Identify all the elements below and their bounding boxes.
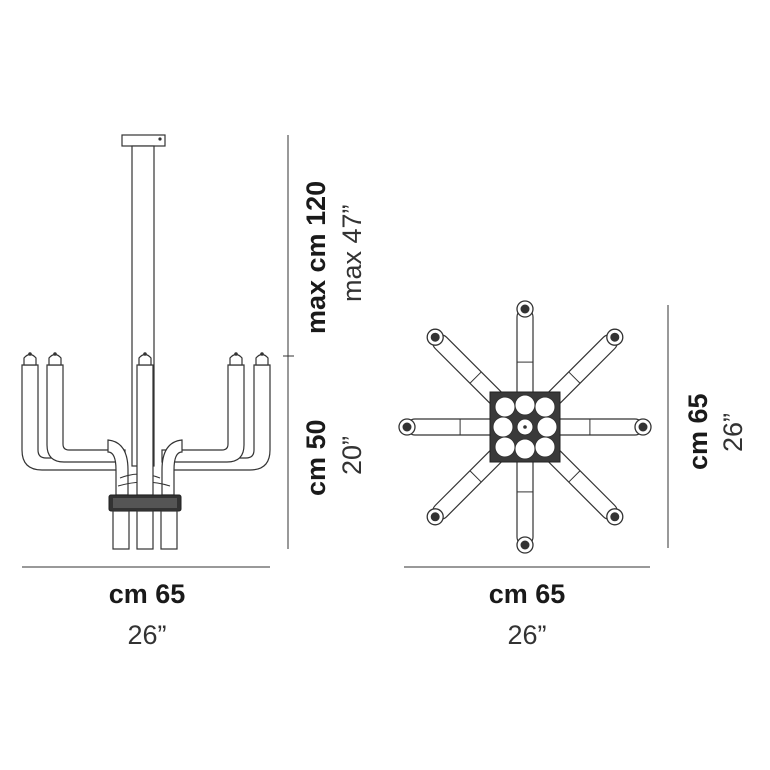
side-max-height-in-label: max 47”	[337, 204, 367, 302]
top-view-arm	[534, 418, 652, 436]
top-view-chandelier	[398, 300, 652, 554]
lower-tube-3	[160, 510, 178, 550]
top-depth-in-label: 26”	[718, 412, 748, 452]
ceiling-canopy	[121, 134, 166, 147]
lamp-tips	[23, 352, 269, 366]
top-width-in-label: 26”	[507, 620, 547, 650]
side-height-cm-label: cm 50	[301, 419, 331, 496]
arm-center	[136, 364, 154, 496]
lower-tube-2	[136, 510, 154, 550]
top-depth-cm-label: cm 65	[683, 393, 713, 470]
side-view-chandelier	[21, 134, 271, 550]
top-width-cm-label: cm 65	[488, 579, 566, 609]
top-view-arm	[516, 436, 534, 554]
side-width-cm-label: cm 65	[108, 579, 186, 609]
side-max-height-cm-label: max cm 120	[301, 180, 331, 334]
lower-tube-1	[112, 510, 130, 550]
top-view-arm	[398, 418, 516, 436]
side-height-in-label: 20”	[337, 435, 367, 475]
side-width-in-label: 26”	[127, 620, 167, 650]
top-view-arm	[516, 300, 534, 418]
